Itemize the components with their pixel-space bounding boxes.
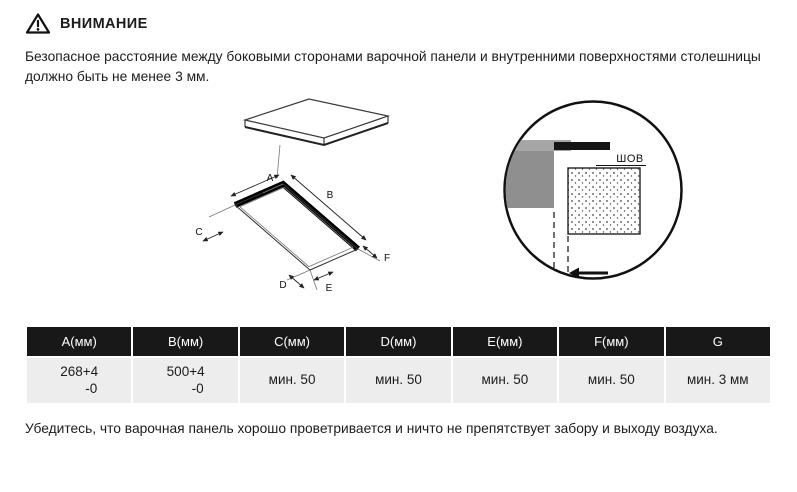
cell-value: мин. 50 bbox=[268, 372, 316, 388]
table-cell: мин. 50 bbox=[346, 358, 451, 404]
countertop-surface-strip bbox=[505, 140, 571, 152]
extension-lines bbox=[208, 183, 381, 291]
cell-value: мин. 50 bbox=[481, 372, 529, 388]
warning-icon bbox=[25, 13, 51, 34]
hob-edge-strip bbox=[554, 142, 610, 151]
installation-diagrams: A B C D E F bbox=[25, 94, 772, 319]
leader-line bbox=[276, 145, 281, 179]
dimension-label-d: D bbox=[279, 280, 286, 291]
column-header: E(мм) bbox=[452, 327, 558, 357]
table-cell: мин. 3 мм bbox=[665, 358, 770, 404]
dimension-label-f: F bbox=[384, 253, 390, 264]
cell-value: 500+4 bbox=[166, 363, 205, 379]
column-header: A(мм) bbox=[27, 327, 132, 357]
column-header: B(мм) bbox=[133, 327, 238, 357]
table-cell: 268+4 -0 bbox=[27, 358, 132, 404]
cell-value: мин. 50 bbox=[375, 372, 422, 388]
table-cell: мин. 50 bbox=[452, 358, 558, 404]
cell-value: мин. 3 мм bbox=[686, 372, 749, 388]
warning-title: ВНИМАНИЕ bbox=[60, 15, 148, 32]
cell-value: 268+4 bbox=[60, 363, 99, 379]
cell-tolerance: -0 bbox=[85, 380, 98, 396]
table-row: 268+4 -0 500+4 -0 мин. 50 мин. 50 мин. 5… bbox=[27, 358, 770, 404]
cell-value: мин. 50 bbox=[587, 372, 635, 388]
hob-isometric-view bbox=[242, 98, 391, 147]
table-cell: 500+4 -0 bbox=[133, 358, 238, 404]
warning-header: ВНИМАНИЕ bbox=[25, 12, 772, 35]
table-cell: мин. 50 bbox=[559, 358, 664, 404]
gap-extension-lines bbox=[553, 212, 569, 278]
cell-tolerance: -0 bbox=[191, 380, 204, 396]
cutout-outline bbox=[233, 180, 360, 271]
table-header-row: A(мм) B(мм) C(мм) D(мм) E(мм) F(мм) G bbox=[27, 327, 770, 357]
dimensions-table: A(мм) B(мм) C(мм) D(мм) E(мм) F(мм) G 26… bbox=[25, 325, 772, 405]
ventilation-note: Убедитесь, что варочная панель хорошо пр… bbox=[25, 421, 718, 437]
column-header: D(мм) bbox=[346, 327, 451, 357]
countertop-section-block bbox=[567, 167, 641, 235]
table-cell: мин. 50 bbox=[239, 358, 345, 404]
column-header: G bbox=[665, 327, 770, 357]
column-header: F(мм) bbox=[559, 327, 664, 357]
dimension-label-a: A bbox=[267, 173, 274, 184]
seam-detail-diagram: ШОВ bbox=[503, 100, 683, 280]
cutout-dimensions-diagram: A B C D E F bbox=[195, 98, 391, 294]
dimension-label-b: B bbox=[327, 190, 334, 201]
dimension-label-e: E bbox=[326, 283, 333, 294]
dimension-lines bbox=[202, 174, 378, 289]
column-header: C(мм) bbox=[239, 327, 345, 357]
seam-label: ШОВ bbox=[616, 153, 643, 165]
cabinet-panel-block bbox=[506, 151, 554, 209]
warning-text: Безопасное расстояние между боковыми сто… bbox=[25, 49, 761, 84]
dimension-label-c: C bbox=[195, 227, 202, 238]
